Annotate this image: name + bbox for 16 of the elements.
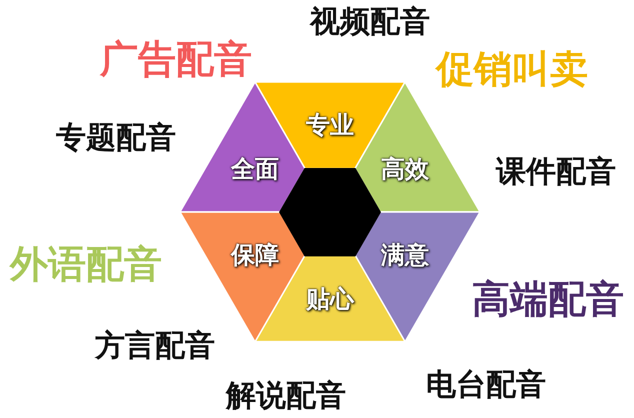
category-label: 促销叫卖 — [436, 49, 588, 91]
category-label: 课件配音 — [496, 156, 616, 188]
segment-label: 满意 — [381, 243, 429, 268]
segment-label: 保障 — [231, 243, 279, 268]
category-label: 专题配音 — [56, 122, 176, 154]
segment-label: 贴心 — [306, 286, 354, 311]
category-label: 广告配音 — [100, 39, 252, 81]
category-label: 视频配音 — [310, 6, 430, 38]
segment-label: 全面 — [231, 156, 279, 181]
segment-label: 专业 — [306, 113, 354, 138]
category-label: 外语配音 — [10, 244, 162, 286]
category-label: 解说配音 — [226, 380, 346, 412]
category-label: 高端配音 — [472, 279, 624, 321]
category-label: 电台配音 — [426, 368, 546, 402]
segment-label: 高效 — [381, 156, 429, 181]
category-label: 方言配音 — [95, 330, 215, 362]
